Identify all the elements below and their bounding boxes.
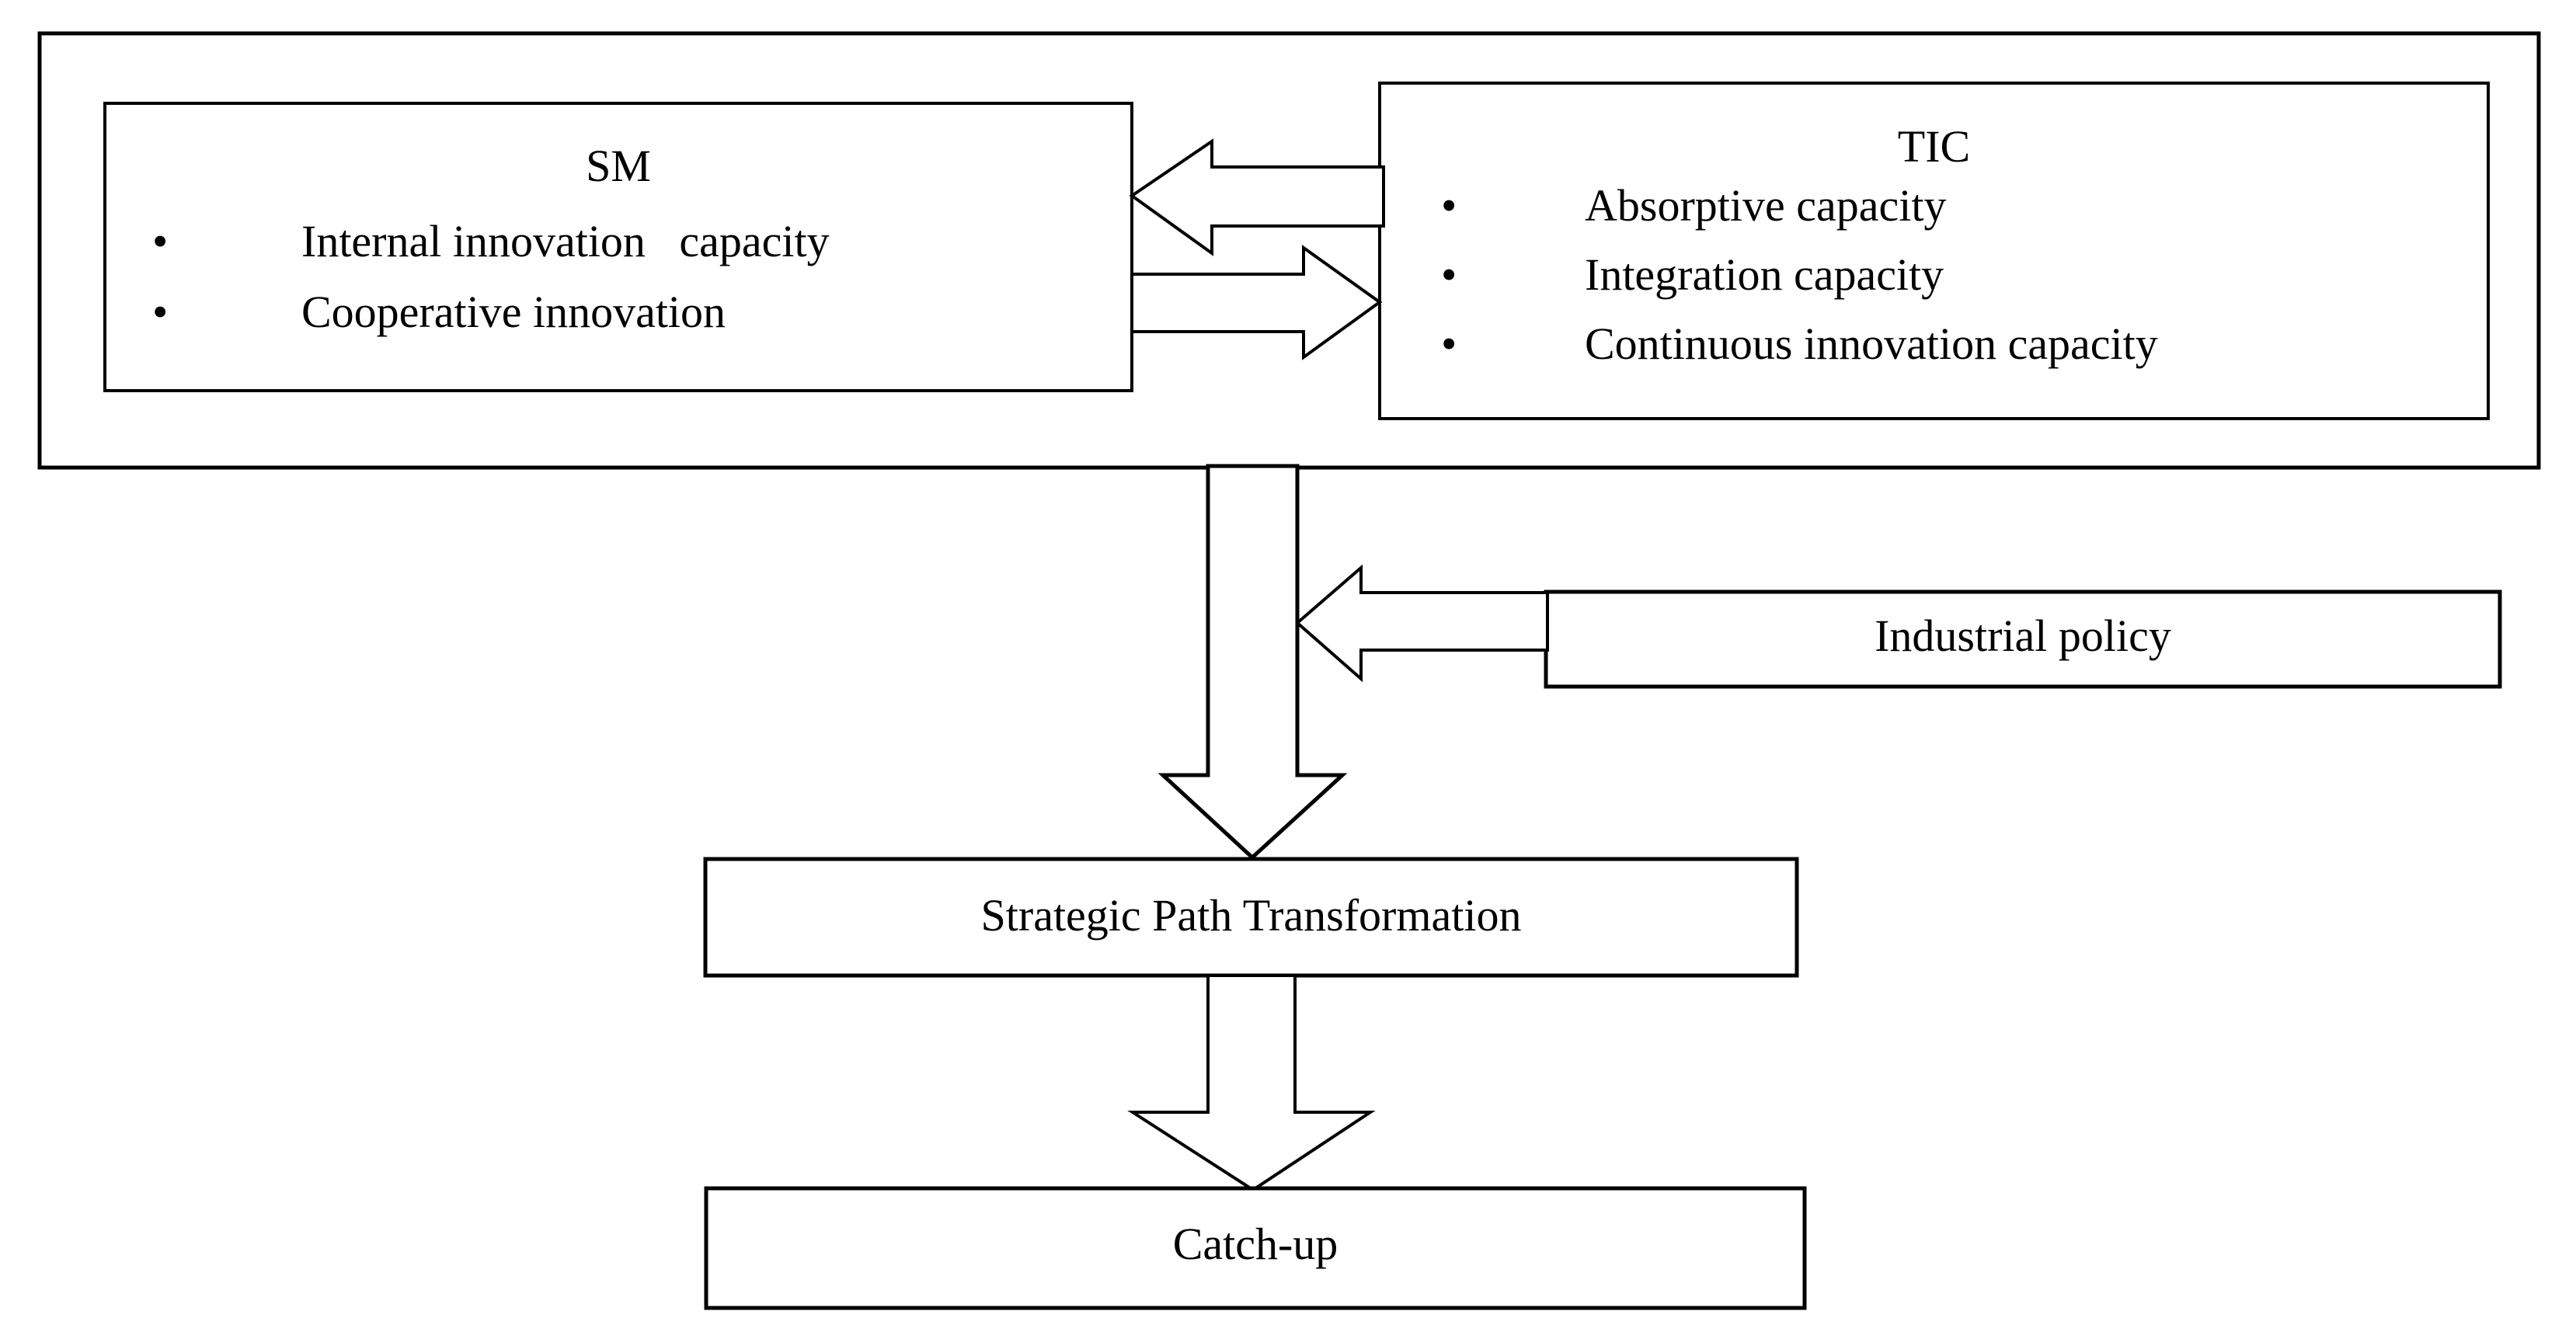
strategic-path-box[interactable] [703, 857, 1799, 978]
tic-bullet-text-2: Integration capacity [1585, 249, 1944, 300]
sm-bullet-text-1: Internal innovation capacity [301, 216, 830, 266]
sm-bullet-text-2: Cooperative innovation [301, 287, 726, 337]
tic-to-sm-arrow [1129, 138, 1385, 256]
tic-bullet-text-1: Absorptive capacity [1585, 180, 1947, 231]
sm-bullet-marker-1: • [152, 216, 169, 266]
tic-bullet-marker-2: • [1441, 249, 1457, 300]
tic-box-title: TIC [1897, 121, 1971, 172]
catch-up-label: Catch-up [1172, 1219, 1338, 1269]
sm-to-tic-arrow [1130, 245, 1383, 360]
tic-bullet-text-3: Continuous innovation capacity [1585, 318, 2158, 369]
sm-box-title: SM [586, 141, 651, 191]
strategic-path-label: Strategic Path Transformation [980, 890, 1522, 941]
strategic-to-catchup-arrow [1127, 974, 1376, 1192]
tic-bullet-marker-1: • [1441, 180, 1457, 231]
tic-box[interactable] [1378, 82, 2490, 420]
industrial-policy-arrow [1294, 564, 1549, 683]
sm-box[interactable] [103, 102, 1133, 392]
industrial-policy-label: Industrial policy [1875, 610, 2171, 661]
group-to-strategic-arrow [1157, 464, 1348, 861]
sm-bullet-marker-2: • [152, 287, 169, 337]
tic-bullet-marker-3: • [1441, 318, 1457, 369]
catch-up-box[interactable] [704, 1186, 1807, 1310]
